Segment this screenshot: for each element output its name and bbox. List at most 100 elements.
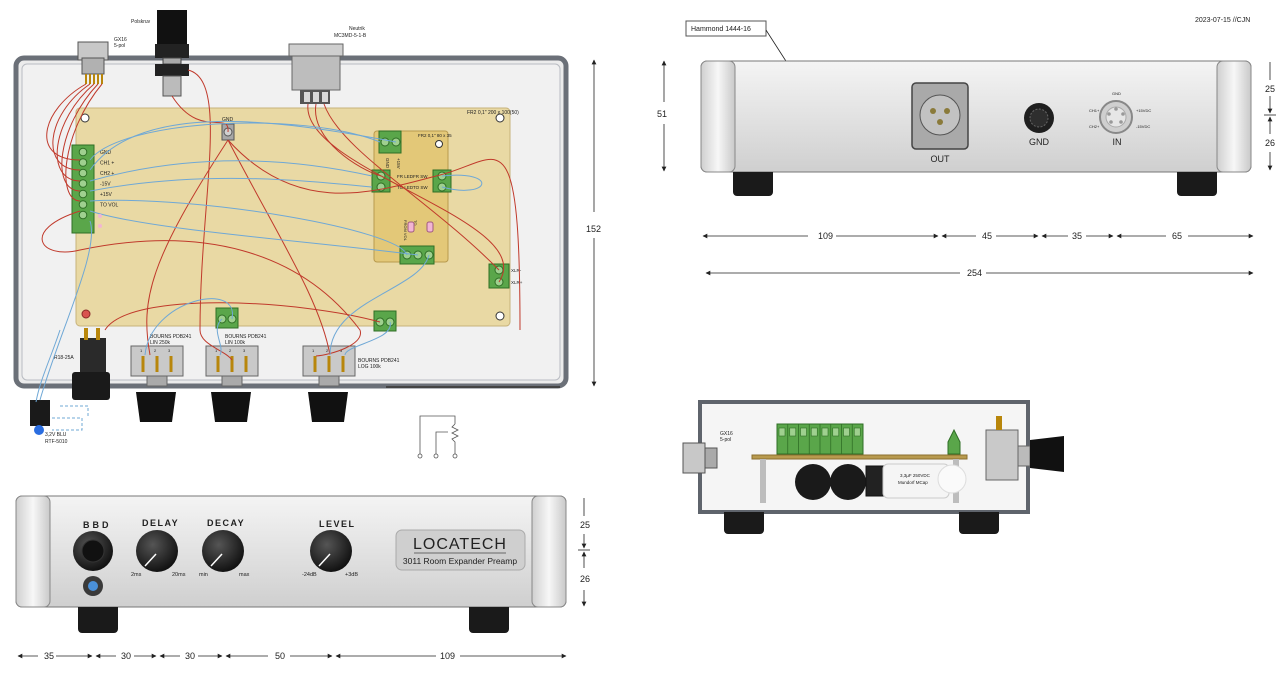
pcb-standoff (760, 459, 766, 503)
decay-label: DECAY (207, 518, 245, 528)
decay-min: min (199, 572, 208, 578)
terminal-label: TO VOL (100, 203, 118, 209)
side-xlr (985, 429, 1019, 481)
binding-post (155, 10, 189, 97)
date-signature: 2023-07-15 //CJN (1195, 17, 1250, 24)
led-label-2: RTF-5010 (45, 439, 68, 445)
in-label: IN (1113, 137, 1122, 147)
fr-sw-label: FR SW (413, 174, 428, 179)
neutrik-part-label: MC3MD-5-1-B (334, 33, 367, 39)
potentiometer-pin (169, 356, 173, 372)
decay-knob[interactable] (202, 530, 244, 572)
led-label-1: 3,2V BLU (45, 432, 67, 438)
in-pin-m15: -15VDC (1136, 124, 1150, 129)
terminal-screw (78, 200, 88, 209)
in-pin-gnd: GND (1112, 91, 1121, 96)
svg-text:35: 35 (44, 651, 54, 661)
potentiometer-pin-label: 1 (140, 348, 143, 353)
resistor (407, 221, 415, 233)
terminal-label: +15V (100, 192, 112, 198)
potentiometer-pin-label: 2 (229, 348, 232, 353)
potentiometer-pin-label: 2 (154, 348, 157, 353)
rear-end-cap-left (700, 60, 736, 173)
potentiometer-pin-label: 2 (326, 348, 329, 353)
enclosure-label: Hammond 1444-16 (691, 26, 751, 33)
potentiometer-pin-label: 3 (168, 348, 171, 353)
front-dimensions: 25 26 35 30 30 50 109 (17, 498, 590, 661)
in-pin-ch1: CH1+ (1089, 108, 1100, 113)
side-terminal-right (947, 428, 961, 455)
terminal-screw (821, 427, 829, 437)
capacitor (795, 464, 831, 500)
terminal-screw (78, 147, 88, 157)
bbd-label: BBD (83, 520, 112, 530)
xlr-minus-label: XLR- (511, 268, 522, 273)
svg-text:109: 109 (818, 231, 833, 241)
to-label: TO (413, 220, 418, 225)
potentiometer-pin (155, 356, 159, 372)
level-min: -24dB (302, 572, 317, 578)
potentiometer-pin-label: 1 (312, 348, 315, 353)
svg-text:109: 109 (440, 651, 455, 661)
side-pcb (751, 454, 968, 460)
xlr-plus-label: XLR+ (511, 280, 523, 285)
level-knob[interactable] (310, 530, 352, 572)
potentiometer-name: BOURNS PDB241 (358, 358, 400, 364)
pcb-mount-hole (80, 113, 90, 123)
terminal-screw (78, 210, 88, 220)
potentiometer-shaft (318, 375, 340, 387)
terminal-screw (78, 189, 88, 199)
svg-text:25: 25 (1265, 84, 1275, 94)
potentiometer-pin (141, 356, 145, 372)
potentiometer-pin-label: 3 (243, 348, 246, 353)
main-pcb-size: FR2 0,1" 200 x 100(50) (467, 110, 519, 116)
potentiometer-pin (216, 356, 220, 372)
potentiometer-pin (327, 356, 331, 372)
front-end-cap-right (531, 495, 567, 608)
sub-pcb-size: FR2 0,1" 80 x 35 (418, 133, 452, 138)
neutrik-xlr (288, 43, 344, 104)
delay-min: 2ms (131, 572, 142, 578)
in-pin-ch2: CH2+ (1089, 124, 1100, 129)
foot (469, 607, 509, 633)
sub-pcb-hole (435, 140, 443, 148)
delay-knob[interactable] (136, 530, 178, 572)
resistor (98, 224, 102, 228)
resistor (426, 221, 434, 233)
svg-text:254: 254 (967, 268, 982, 278)
in-pin-p15: +15VDC (1136, 108, 1151, 113)
potentiometer-name: BOURNS PDB241 (225, 334, 267, 340)
resistor (98, 214, 102, 218)
side-gx16 (682, 442, 706, 474)
rear-dimensions: 51 25 26 109 45 35 65 254 (657, 60, 1276, 278)
svg-text:26: 26 (580, 574, 590, 584)
capacitor (830, 464, 866, 500)
terminal-screw (800, 427, 807, 437)
side-gx16-label: GX16 (720, 431, 733, 437)
front-end-cap-left (15, 495, 51, 608)
knob-cap (136, 392, 176, 422)
xlr-terminal (488, 263, 510, 289)
rear-view: 2023-07-15 //CJN Hammond 1444-16 OUT GND… (685, 17, 1252, 196)
foot (78, 607, 118, 633)
side-view: GX16 5-pol 3,3µF 250VDC Mundorf MCap (682, 400, 1064, 534)
brand-plate (395, 529, 526, 571)
terminal-screw (832, 427, 840, 437)
terminal-screw (78, 158, 88, 167)
knob-cap (308, 392, 348, 422)
svg-text:30: 30 (121, 651, 131, 661)
fr-led-label: FR LED (397, 174, 414, 179)
svg-text:50: 50 (275, 651, 285, 661)
terminal-screw (778, 427, 786, 437)
to-led-label: TO LED (397, 185, 414, 190)
gx16-pins-label: 5-pol (114, 43, 125, 49)
gnd-post-label: GND (222, 117, 234, 123)
terminal-label: -15V (100, 182, 111, 188)
svg-text:26: 26 (1265, 138, 1275, 148)
terminal-screw (853, 427, 861, 437)
pcb-mount-hole (495, 113, 505, 123)
foot (959, 512, 999, 534)
terminal-screw (78, 179, 88, 188)
potentiometer-shaft (146, 375, 168, 387)
